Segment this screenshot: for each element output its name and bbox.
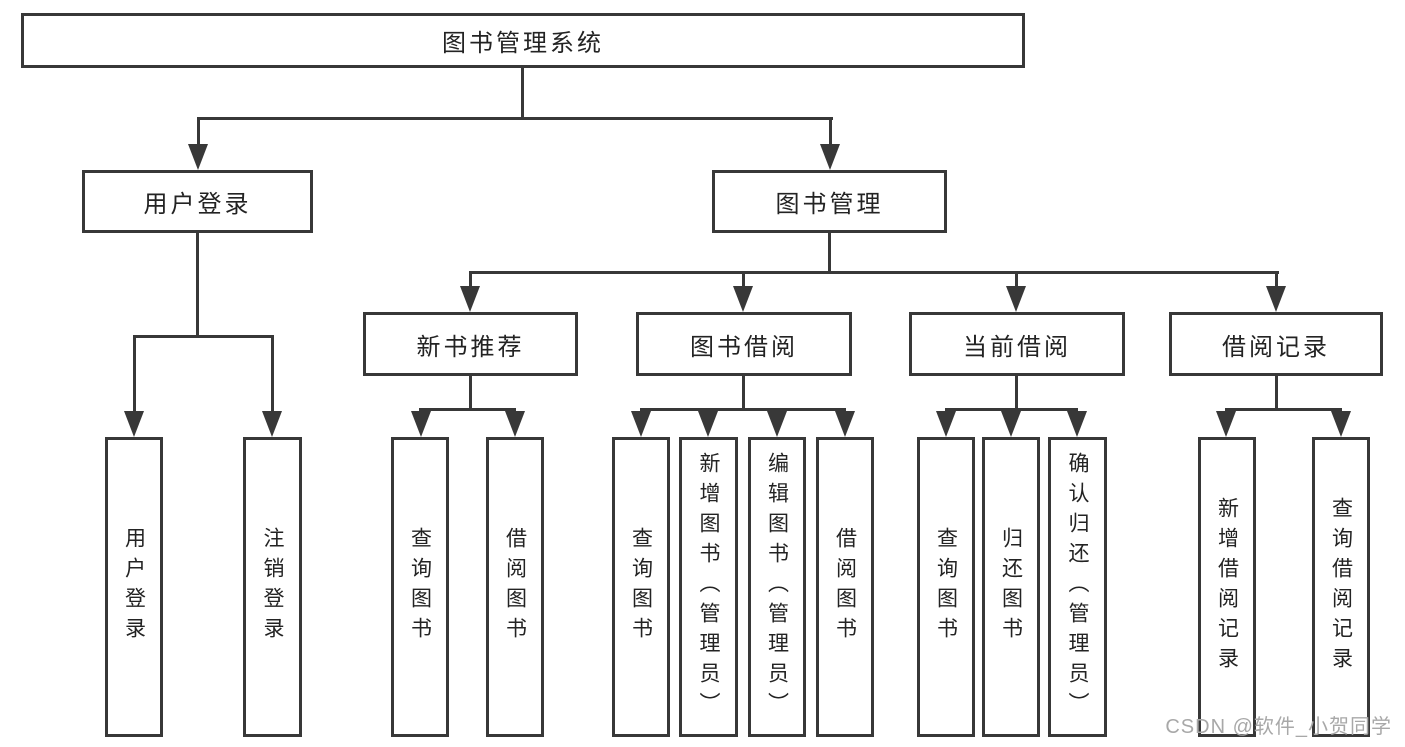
node-current-borrowing: 当前借阅 <box>909 312 1125 376</box>
node-label: 确认归还（管理员） <box>1066 452 1089 722</box>
connector-line <box>469 271 1279 274</box>
node-borrowing-records: 借阅记录 <box>1169 312 1383 376</box>
node-new-book-recommend: 新书推荐 <box>363 312 578 376</box>
node-label: 编辑图书（管理员） <box>765 452 789 722</box>
leaf-edit-book-admin: 编辑图书（管理员） <box>748 437 806 737</box>
arrow-down-icon <box>1067 411 1087 437</box>
connector-line <box>197 117 833 120</box>
node-label: 新书推荐 <box>416 333 525 361</box>
connector-line <box>1015 376 1018 408</box>
node-label: 用户登录 <box>143 191 252 218</box>
leaf-user-login: 用户登录 <box>105 437 163 737</box>
node-label: 查询图书 <box>629 527 653 647</box>
arrow-down-icon <box>767 411 787 437</box>
node-label: 图书借阅 <box>690 333 798 361</box>
leaf-borrow-books-recommend: 借阅图书 <box>486 437 544 737</box>
arrow-down-icon <box>505 411 525 437</box>
connector-line <box>1275 274 1278 286</box>
connector-line <box>469 274 472 286</box>
node-label: 图书管理 <box>775 191 884 218</box>
arrow-down-icon <box>1216 411 1236 437</box>
arrow-down-icon <box>262 411 282 437</box>
leaf-borrow-books-borrowing: 借阅图书 <box>816 437 874 737</box>
node-label: 新增借阅记录 <box>1215 497 1239 677</box>
connector-line <box>521 68 524 120</box>
node-label: 用户登录 <box>122 527 146 647</box>
node-label: 查询图书 <box>934 527 958 647</box>
connector-line <box>419 408 516 411</box>
leaf-confirm-return-admin: 确认归还（管理员） <box>1048 437 1107 737</box>
leaf-add-book-admin: 新增图书（管理员） <box>679 437 738 737</box>
connector-line <box>1015 274 1018 286</box>
connector-line <box>133 338 136 411</box>
arrow-down-icon <box>698 411 718 437</box>
arrow-down-icon <box>820 144 840 170</box>
node-label: 新增图书（管理员） <box>697 452 720 722</box>
connector-line <box>196 233 199 335</box>
leaf-query-books-current: 查询图书 <box>917 437 975 737</box>
arrow-down-icon <box>124 411 144 437</box>
arrow-down-icon <box>631 411 651 437</box>
node-label: 借阅图书 <box>503 527 527 647</box>
arrow-down-icon <box>1266 286 1286 312</box>
node-user-login: 用户登录 <box>82 170 313 233</box>
watermark-text: CSDN @软件_小贺同学 <box>1165 716 1392 738</box>
connector-line <box>945 408 1078 411</box>
arrow-down-icon <box>1006 286 1026 312</box>
connector-line <box>640 408 846 411</box>
connector-line <box>1275 376 1278 408</box>
leaf-query-books-recommend: 查询图书 <box>391 437 449 737</box>
node-book-borrowing: 图书借阅 <box>636 312 852 376</box>
arrow-down-icon <box>835 411 855 437</box>
connector-line <box>133 335 274 338</box>
arrow-down-icon <box>1331 411 1351 437</box>
connector-line <box>469 376 472 408</box>
connector-line <box>1225 408 1342 411</box>
node-label: 图书管理系统 <box>442 30 604 57</box>
arrow-down-icon <box>733 286 753 312</box>
node-label: 归还图书 <box>999 527 1023 647</box>
arrow-down-icon <box>188 144 208 170</box>
leaf-return-book: 归还图书 <box>982 437 1040 737</box>
node-label: 查询图书 <box>408 527 432 647</box>
leaf-query-books-borrowing: 查询图书 <box>612 437 670 737</box>
connector-line <box>828 233 831 271</box>
node-library-system: 图书管理系统 <box>21 13 1025 68</box>
leaf-logout: 注销登录 <box>243 437 302 737</box>
arrow-down-icon <box>460 286 480 312</box>
connector-line <box>271 338 274 411</box>
connector-line <box>742 274 745 286</box>
arrow-down-icon <box>411 411 431 437</box>
connector-line <box>829 120 832 144</box>
node-label: 借阅图书 <box>833 527 857 647</box>
connector-line <box>197 120 200 144</box>
node-label: 查询借阅记录 <box>1329 497 1353 677</box>
node-book-management: 图书管理 <box>712 170 947 233</box>
leaf-query-borrow-record: 查询借阅记录 <box>1312 437 1370 737</box>
node-label: 当前借阅 <box>963 333 1071 361</box>
connector-line <box>742 376 745 408</box>
arrow-down-icon <box>936 411 956 437</box>
leaf-add-borrow-record: 新增借阅记录 <box>1198 437 1256 737</box>
arrow-down-icon <box>1001 411 1021 437</box>
node-label: 注销登录 <box>261 527 284 647</box>
node-label: 借阅记录 <box>1222 333 1330 361</box>
